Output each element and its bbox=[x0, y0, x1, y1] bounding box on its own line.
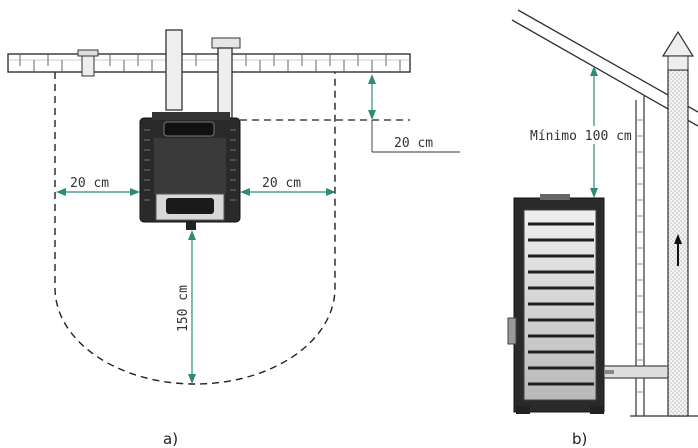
rear-wall bbox=[7, 53, 411, 73]
diagram-b: Mínimo 100 cm b) bbox=[507, 9, 698, 448]
left-clearance-label: 20 cm bbox=[70, 176, 109, 191]
diagram-a: 20 cm 20 cm 20 cm 150 cm a) bbox=[7, 29, 460, 448]
rear-clearance-dimension: 20 cm bbox=[240, 74, 460, 153]
chimney bbox=[661, 30, 695, 417]
clearance-zone bbox=[54, 72, 336, 385]
ceiling-clearance-label: Mínimo 100 cm bbox=[530, 129, 632, 144]
caption-b: b) bbox=[572, 430, 587, 448]
ceiling-clearance-dimension: Mínimo 100 cm bbox=[528, 66, 634, 198]
flue-pipes bbox=[165, 29, 241, 121]
stove-top-view bbox=[139, 112, 241, 230]
flue-connector bbox=[603, 365, 669, 379]
right-clearance-label: 20 cm bbox=[262, 176, 301, 191]
right-clearance-dimension: 20 cm bbox=[240, 176, 336, 196]
left-clearance-dimension: 20 cm bbox=[56, 176, 140, 196]
front-clearance-dimension: 150 cm bbox=[176, 230, 196, 384]
front-clearance-label: 150 cm bbox=[176, 285, 191, 332]
wall-bracket bbox=[77, 49, 99, 77]
rear-clearance-label: 20 cm bbox=[394, 136, 433, 151]
caption-a: a) bbox=[163, 430, 178, 448]
stove-side-view bbox=[507, 194, 605, 414]
side-wall bbox=[630, 96, 698, 417]
